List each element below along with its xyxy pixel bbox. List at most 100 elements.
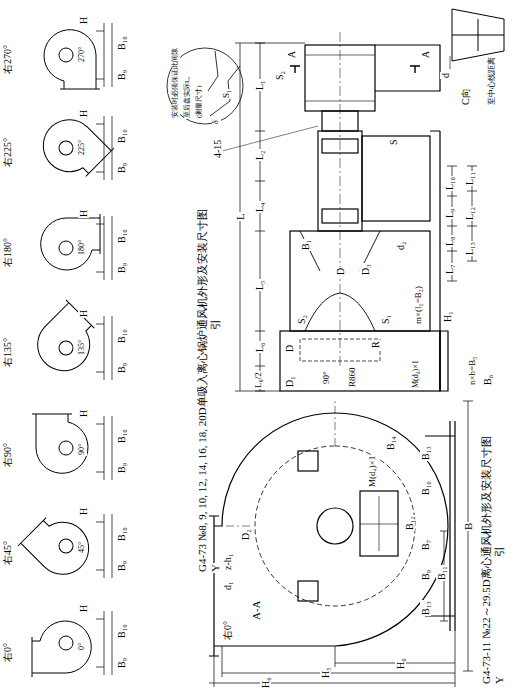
dimension-label: H (78, 409, 89, 418)
dimension-label: A (420, 50, 431, 59)
c-view (452, 9, 504, 61)
dimension-label: B₁₀ (116, 328, 127, 344)
gap-detail (208, 51, 240, 116)
dimension-label: L₇ (444, 263, 455, 275)
dimension-label: H (78, 16, 89, 25)
base-frame (375, 45, 440, 391)
casing-outline (41, 214, 100, 270)
dimension-label: L₅ (254, 279, 265, 291)
view-name: 右225° (2, 137, 13, 168)
dimension-label: 至中心线距离 (488, 56, 497, 106)
dimension-label: B₁₀ (116, 428, 127, 444)
title-variant: 引 (209, 318, 221, 331)
hub (56, 536, 76, 556)
hub (317, 508, 353, 544)
dimension-label: B₁₀ (116, 128, 127, 144)
casing-outline (32, 414, 88, 473)
housing-detail (360, 496, 398, 551)
hub (56, 138, 76, 158)
title-variant: 引 (493, 545, 505, 558)
dimension-label: 右0° (222, 620, 233, 641)
drawing-caption: G4-73-11 №22～29.5D离心通风机外形及安装尺寸图 (480, 435, 492, 685)
dimension-label: B₉ (116, 69, 127, 81)
base-line (96, 116, 112, 180)
impeller (255, 446, 415, 606)
dimension-label: S₁ (380, 314, 391, 325)
dimension-label: H₀ (395, 657, 406, 670)
shaft-axis (340, 31, 341, 366)
dimension-label: M(d₄)×1 (412, 359, 421, 389)
dimension-label: L₁₁ (464, 171, 475, 186)
casing-outline (33, 106, 115, 188)
dimension-label: d₁ (222, 581, 233, 592)
dimension-label: B₉ (420, 569, 431, 581)
dimension-label: B₆ (482, 374, 493, 386)
small-casing (33, 106, 115, 188)
scroll-casing (214, 413, 448, 646)
dimension-label: B₉ (116, 262, 127, 274)
small-casing (41, 214, 100, 270)
dimension-label: H (78, 604, 89, 613)
hub (59, 241, 73, 255)
hub (59, 48, 73, 62)
side-view (222, 31, 477, 391)
small-casing (24, 300, 106, 382)
view-name: 右0° (2, 642, 13, 663)
dimension-label: 90° (322, 370, 332, 385)
dimension-label: 至后盘实际L₀ (184, 75, 192, 119)
dimension-label: L₁₃ (464, 241, 475, 256)
dimension-label: A (286, 50, 297, 59)
dimension-label: B₁₁ (436, 565, 447, 581)
dimension-label: 135° (78, 339, 87, 356)
dimension-label: S (388, 138, 399, 146)
dimension-label: B₁₃ (420, 445, 431, 461)
casing-outline (32, 621, 91, 677)
view-name: 右180° (2, 237, 13, 268)
pedestal (362, 136, 430, 221)
drawing-title: G4-73 №8, 9, 10, 12, 14, 16, 18, 20D单吸入离… (196, 208, 208, 573)
dimension-label: B₉ (116, 462, 127, 474)
dimension-label: 180° (78, 239, 87, 256)
dimension-label: D (335, 267, 346, 276)
section-mark (290, 66, 420, 73)
dimension-label: B₁₀ (116, 35, 127, 51)
dimension-line (209, 631, 455, 687)
dimension-label: L₁₂ (464, 206, 475, 221)
view-name: 右45° (2, 540, 13, 566)
leader-line (450, 56, 451, 69)
base-line (96, 216, 112, 280)
dimension-label: C向 (460, 87, 471, 106)
dimension-label: D₃ (360, 263, 371, 276)
detail-views (167, 9, 504, 124)
base-line (96, 611, 112, 675)
dimension-label: B₁₃ (420, 600, 431, 616)
outlet-flange (209, 516, 219, 656)
dimension-line (235, 43, 305, 391)
dimension-label: H₅ (320, 666, 331, 679)
small-casing (18, 506, 100, 588)
dimension-label: 90° (78, 443, 87, 456)
view-name: 右135° (2, 337, 13, 368)
dimension-label: m×(l₁=B₂) (414, 285, 424, 325)
dimension-label: (测量尺寸) (196, 84, 204, 119)
dimension-label: L₆/2 (254, 371, 264, 389)
dimension-label: R (370, 340, 381, 349)
dimension-label: B₁ (300, 239, 311, 251)
dimension-label: 225° (78, 139, 87, 156)
leader-line (222, 126, 318, 151)
small-casing (32, 621, 91, 677)
hub (56, 338, 76, 358)
casing-outline (24, 300, 106, 382)
title-variant: Y (493, 675, 505, 685)
dimension-label: A-A (250, 599, 262, 621)
dimension-label: R860 (348, 366, 358, 388)
dimension-label: L₄ (254, 201, 265, 213)
dimension-label: L₈ (444, 235, 455, 247)
small-casing (32, 414, 88, 473)
small-casing (44, 30, 100, 89)
window (298, 581, 318, 601)
section-view (209, 401, 473, 687)
casing-flange (440, 331, 448, 391)
dimension-label: B₉ (116, 657, 127, 669)
dimension-label: B₉ (116, 560, 127, 572)
